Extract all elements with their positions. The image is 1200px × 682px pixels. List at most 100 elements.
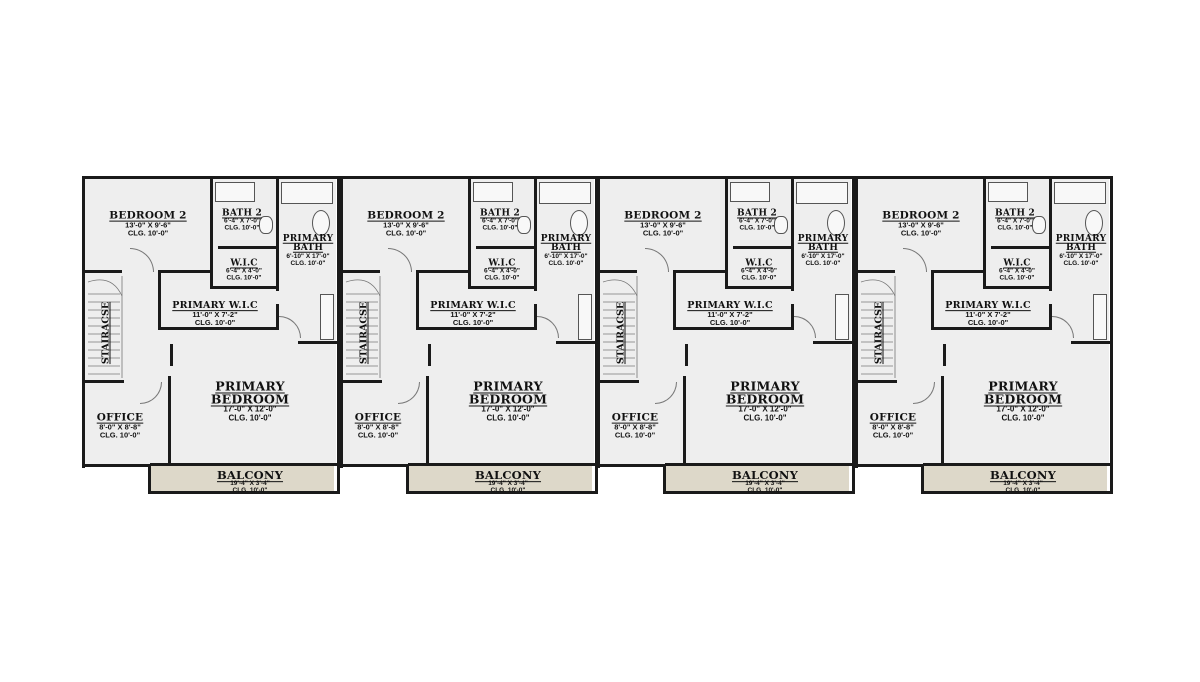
bath2-tub	[730, 182, 770, 202]
wic-wall-left	[468, 246, 471, 288]
outer-wall-right	[1110, 176, 1113, 494]
bedroom2-wall-bottom	[857, 270, 895, 273]
wic-wall-bottom	[210, 286, 279, 289]
hall-wall-lower	[943, 344, 946, 366]
primary-wic-wall-left	[416, 270, 419, 330]
outer-wall-right	[595, 176, 598, 494]
wic-wall-bottom	[725, 286, 794, 289]
primary-bath-wall-right	[1049, 304, 1052, 330]
bath2-toilet	[1032, 216, 1046, 234]
room-label-primary-bath: PRIMARY BATH 6'-10" X 17'-0" CLG. 10'-0"	[282, 233, 334, 267]
room-label-wic: W.I.C 6'-4" X 4'-0" CLG. 10'-0"	[741, 258, 777, 282]
wic-wall-bottom	[468, 286, 537, 289]
room-label-staircase: STAIRACSE	[100, 301, 112, 365]
primary-bath-vanity	[835, 294, 849, 340]
primary-bath-wall-bottom	[813, 341, 853, 344]
balcony-wall-bottom	[921, 491, 1113, 494]
primary-wic-wall-left	[673, 270, 676, 330]
room-label-staircase: STAIRACSE	[873, 301, 885, 365]
room-label-office: OFFICE 8'-0" X 8'-8" CLG. 10'-0"	[611, 411, 659, 440]
outer-wall-left	[597, 176, 600, 468]
primary-bath-wall-bottom	[298, 341, 338, 344]
wic-wall-left	[210, 246, 213, 288]
bedroom2-wall-bottom	[342, 270, 380, 273]
outer-wall-left	[340, 176, 343, 468]
room-label-bedroom-2: BEDROOM 2 13'-0" X 9'-6" CLG. 10'-0"	[882, 209, 960, 238]
bath2-tub	[988, 182, 1028, 202]
bath2-wall-bottom	[476, 246, 536, 249]
bedroom-wall-bottom	[150, 463, 338, 466]
bedroom-wall-bottom	[665, 463, 853, 466]
room-label-bath-2: BATH 2 6'-4" X 7'-0" CLG. 10'-0"	[222, 208, 262, 232]
bath2-wall-left	[468, 176, 471, 246]
room-label-balcony: BALCONY 19'-4" X 3'-4" CLG. 10'-0"	[989, 468, 1057, 495]
bath2-wall-bottom	[991, 246, 1051, 249]
outer-wall-right	[337, 176, 340, 494]
office-wall-top	[84, 380, 124, 383]
primary-bath-shower	[796, 182, 848, 204]
room-label-primary-bedroom: PRIMARY BEDROOM 17'-0" X 12'-0" CLG. 10'…	[983, 378, 1063, 423]
bath2-toilet	[774, 216, 788, 234]
room-label-bath-2: BATH 2 6'-4" X 7'-0" CLG. 10'-0"	[737, 208, 777, 232]
primary-bath-toilet	[827, 210, 845, 236]
primary-bath-wall-left	[276, 176, 279, 291]
primary-bath-toilet	[570, 210, 588, 236]
townhouse-unit-1: BEDROOM 2 13'-0" X 9'-6" CLG. 10'-0" BAT…	[82, 176, 340, 496]
balcony-wall-left	[406, 464, 409, 494]
bath2-wall-bottom	[733, 246, 793, 249]
primary-wic-wall-top	[416, 270, 470, 273]
outer-wall-right	[852, 176, 855, 494]
balcony-wall-bottom	[663, 491, 855, 494]
bedroom-wall-bottom	[408, 463, 596, 466]
balcony-wall-bottom	[148, 491, 340, 494]
staircase-steps	[87, 276, 123, 378]
room-label-bedroom-2: BEDROOM 2 13'-0" X 9'-6" CLG. 10'-0"	[624, 209, 702, 238]
room-label-bath-2: BATH 2 6'-4" X 7'-0" CLG. 10'-0"	[480, 208, 520, 232]
office-wall-right	[941, 376, 944, 466]
room-label-primary-wic: PRIMARY W.I.C 11'-0" X 7'-2" CLG. 10'-0"	[172, 300, 258, 327]
room-label-primary-wic: PRIMARY W.I.C 11'-0" X 7'-2" CLG. 10'-0"	[430, 300, 516, 327]
outer-wall-bottom-left	[597, 464, 665, 467]
primary-bath-wall-bottom	[556, 341, 596, 344]
outer-wall-bottom-left	[855, 464, 923, 467]
townhouse-unit-2: BEDROOM 2 13'-0" X 9'-6" CLG. 10'-0" BAT…	[340, 176, 598, 496]
room-label-bedroom-2: BEDROOM 2 13'-0" X 9'-6" CLG. 10'-0"	[367, 209, 445, 238]
room-label-primary-wic: PRIMARY W.I.C 11'-0" X 7'-2" CLG. 10'-0"	[945, 300, 1031, 327]
townhouse-unit-4: BEDROOM 2 13'-0" X 9'-6" CLG. 10'-0" BAT…	[855, 176, 1113, 496]
primary-bath-wall-bottom	[1071, 341, 1111, 344]
staircase-steps	[602, 276, 638, 378]
office-wall-right	[168, 376, 171, 466]
primary-bath-vanity	[1093, 294, 1107, 340]
primary-wic-wall-bottom	[673, 327, 793, 330]
balcony-floor	[923, 466, 1107, 493]
balcony-wall-left	[148, 464, 151, 494]
bedroom2-wall-bottom	[599, 270, 637, 273]
room-label-wic: W.I.C 6'-4" X 4'-0" CLG. 10'-0"	[226, 258, 262, 282]
room-label-primary-bedroom: PRIMARY BEDROOM 17'-0" X 12'-0" CLG. 10'…	[468, 378, 548, 423]
balcony-wall-left	[921, 464, 924, 494]
primary-bath-shower	[281, 182, 333, 204]
townhouse-unit-3: BEDROOM 2 13'-0" X 9'-6" CLG. 10'-0" BAT…	[597, 176, 855, 496]
primary-bath-wall-left	[791, 176, 794, 291]
room-label-staircase: STAIRACSE	[615, 301, 627, 365]
outer-wall-left	[855, 176, 858, 468]
balcony-wall-left	[663, 464, 666, 494]
balcony-floor	[408, 466, 592, 493]
bath2-wall-left	[210, 176, 213, 246]
bath2-tub	[215, 182, 255, 202]
room-label-office: OFFICE 8'-0" X 8'-8" CLG. 10'-0"	[869, 411, 917, 440]
bath2-wall-left	[725, 176, 728, 246]
primary-bath-wall-right	[791, 304, 794, 330]
room-label-office: OFFICE 8'-0" X 8'-8" CLG. 10'-0"	[96, 411, 144, 440]
primary-bath-shower	[539, 182, 591, 204]
room-label-wic: W.I.C 6'-4" X 4'-0" CLG. 10'-0"	[999, 258, 1035, 282]
bath2-wall-left	[983, 176, 986, 246]
primary-wic-wall-top	[158, 270, 212, 273]
room-label-primary-bedroom: PRIMARY BEDROOM 17'-0" X 12'-0" CLG. 10'…	[725, 378, 805, 423]
staircase-steps	[860, 276, 896, 378]
outer-wall-bottom-left	[340, 464, 408, 467]
balcony-floor	[665, 466, 849, 493]
office-wall-top	[857, 380, 897, 383]
bath2-toilet	[259, 216, 273, 234]
